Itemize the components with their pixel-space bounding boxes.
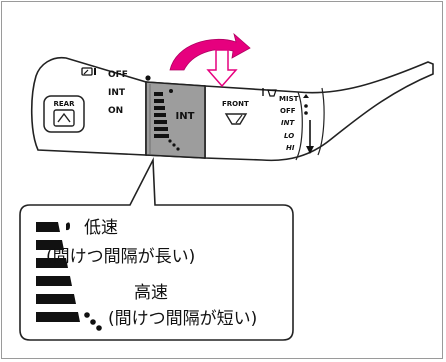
slow-detail: (間けつ間隔が長い): [46, 247, 195, 267]
ring-int-label: INT: [176, 111, 195, 122]
fast-detail: (間けつ間隔が短い): [108, 309, 257, 329]
rear-window-icon: [53, 109, 75, 127]
rear-mode-int: INT: [108, 88, 126, 98]
front-wiper-icon: [224, 113, 248, 125]
stalk-seam-2: [317, 87, 325, 156]
wiper-stalk-shaft: [204, 61, 434, 162]
rotation-arrow-hollow-icon: [206, 49, 238, 88]
ring-fast-drops-icon: [168, 139, 180, 151]
rear-position-dot: [145, 75, 151, 81]
fast-title: 高速: [134, 283, 168, 303]
front-mode-indicator: [303, 94, 314, 154]
ring-slow-drop-icon: [169, 89, 173, 93]
front-mode-off: OFF: [280, 107, 296, 115]
front-label: FRONT: [222, 100, 249, 108]
rotation-arrow-icon: [169, 32, 251, 71]
front-mode-int: INT: [281, 119, 295, 127]
slow-drop-icon: [66, 222, 70, 231]
front-mode-hi: HI: [286, 144, 295, 152]
rear-mode-on: ON: [108, 106, 123, 116]
rear-mode-off: OFF: [108, 70, 128, 80]
callout-speed-bars: [36, 222, 80, 322]
slow-title: 低速: [84, 218, 118, 238]
front-mist-icon: [262, 88, 277, 97]
front-mode-mist: MIST: [279, 95, 299, 103]
rear-label: REAR: [54, 100, 76, 108]
ring-speed-bars: [154, 92, 169, 138]
callout-box: [19, 156, 294, 341]
stalk-seam: [295, 91, 303, 161]
rear-wiper-icon: [81, 67, 96, 76]
front-mode-lo: LO: [284, 132, 294, 140]
fast-drops-icon: [84, 312, 102, 331]
